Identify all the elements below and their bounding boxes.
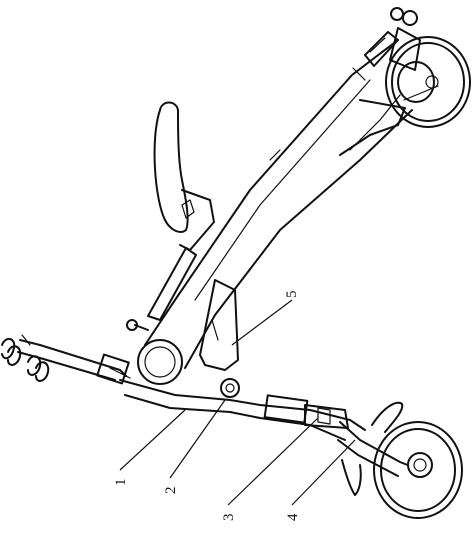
main-pivot bbox=[137, 339, 183, 385]
front-fork bbox=[364, 7, 421, 71]
callout-label-2: 2 bbox=[163, 487, 179, 495]
seat-post bbox=[126, 247, 197, 331]
leader-lines bbox=[119, 299, 356, 506]
callout-label-3: 3 bbox=[221, 514, 237, 522]
rear-wheel bbox=[373, 421, 463, 519]
front-wheel bbox=[385, 36, 471, 128]
handlebar bbox=[1, 334, 130, 385]
callout-label-1: 1 bbox=[113, 479, 129, 487]
callout-label-4: 4 bbox=[285, 513, 301, 521]
callout-label-5: 5 bbox=[284, 291, 300, 299]
main-frame bbox=[144, 39, 413, 369]
seat bbox=[153, 101, 215, 251]
strut bbox=[199, 279, 240, 398]
battery-box bbox=[263, 394, 349, 429]
